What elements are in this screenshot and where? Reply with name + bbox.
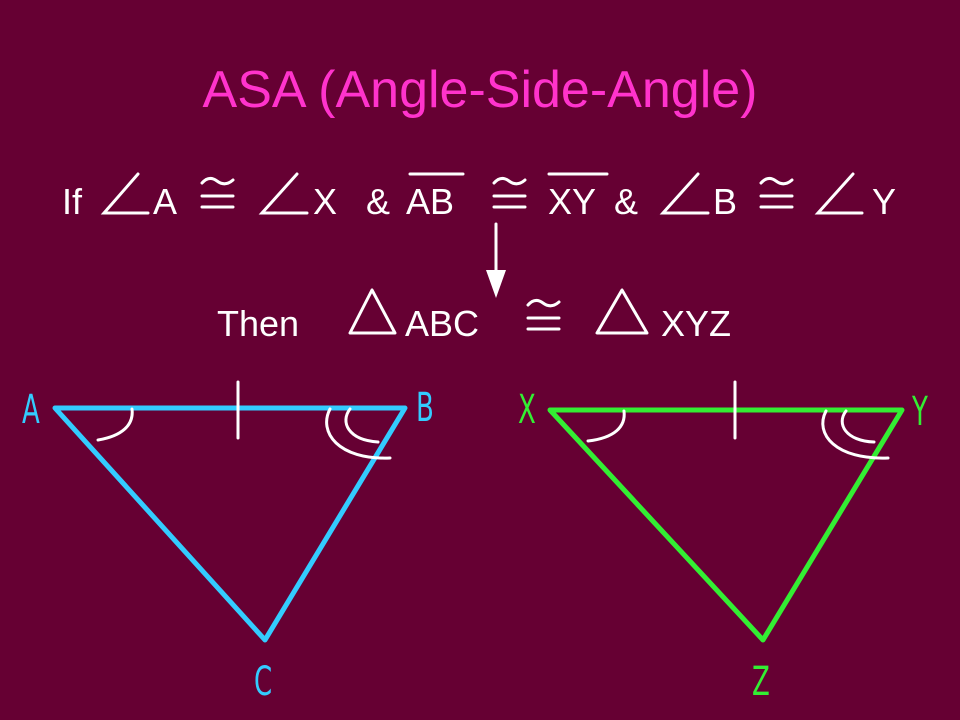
triangle-abc-shape — [52, 405, 408, 643]
triangle-xyz-shape — [547, 407, 905, 643]
angle-icon — [100, 172, 150, 215]
vertex-label-z: Z — [752, 659, 770, 705]
angle-arc-mark — [840, 409, 876, 444]
angle-b-label: B — [713, 181, 738, 222]
then-label: Then — [217, 303, 300, 344]
congruent-icon — [526, 298, 561, 331]
angle-arc-mark — [344, 407, 380, 444]
vertex-label-x: X — [518, 387, 536, 433]
ampersand-1: & — [366, 181, 391, 222]
segment-ab-label: AB — [406, 181, 455, 222]
angle-icon — [659, 172, 710, 215]
angle-a-label: A — [153, 181, 178, 222]
triangle-icon — [348, 288, 397, 335]
angle-arc-mark — [586, 409, 626, 443]
angle-icon — [258, 172, 309, 215]
angle-x-label: X — [313, 181, 338, 222]
congruent-icon — [759, 176, 794, 209]
segment-xy-label: XY — [548, 181, 597, 222]
triangle-xyz — [547, 380, 905, 643]
slide-title: ASA (Angle-Side-Angle) — [202, 61, 758, 119]
triangle-abc — [52, 380, 408, 643]
angle-arc-mark — [96, 407, 134, 442]
angle-arc-mark — [821, 409, 890, 460]
vertex-label-y: Y — [912, 389, 928, 435]
triangle-icon — [595, 288, 649, 335]
congruent-icon — [200, 176, 235, 209]
angle-arc-mark — [325, 407, 392, 460]
vertex-label-c: C — [254, 659, 273, 705]
arrow-head-icon — [486, 270, 506, 298]
angle-y-label: Y — [872, 181, 897, 222]
triangle-xyz-label: XYZ — [661, 303, 732, 344]
angle-icon — [814, 172, 864, 215]
ampersand-2: & — [614, 181, 639, 222]
vertex-label-a: A — [22, 387, 40, 433]
triangle-abc-label: ABC — [405, 303, 480, 344]
vertex-label-b: B — [416, 385, 434, 431]
congruent-icon — [492, 176, 527, 209]
if-label: If — [62, 181, 83, 222]
